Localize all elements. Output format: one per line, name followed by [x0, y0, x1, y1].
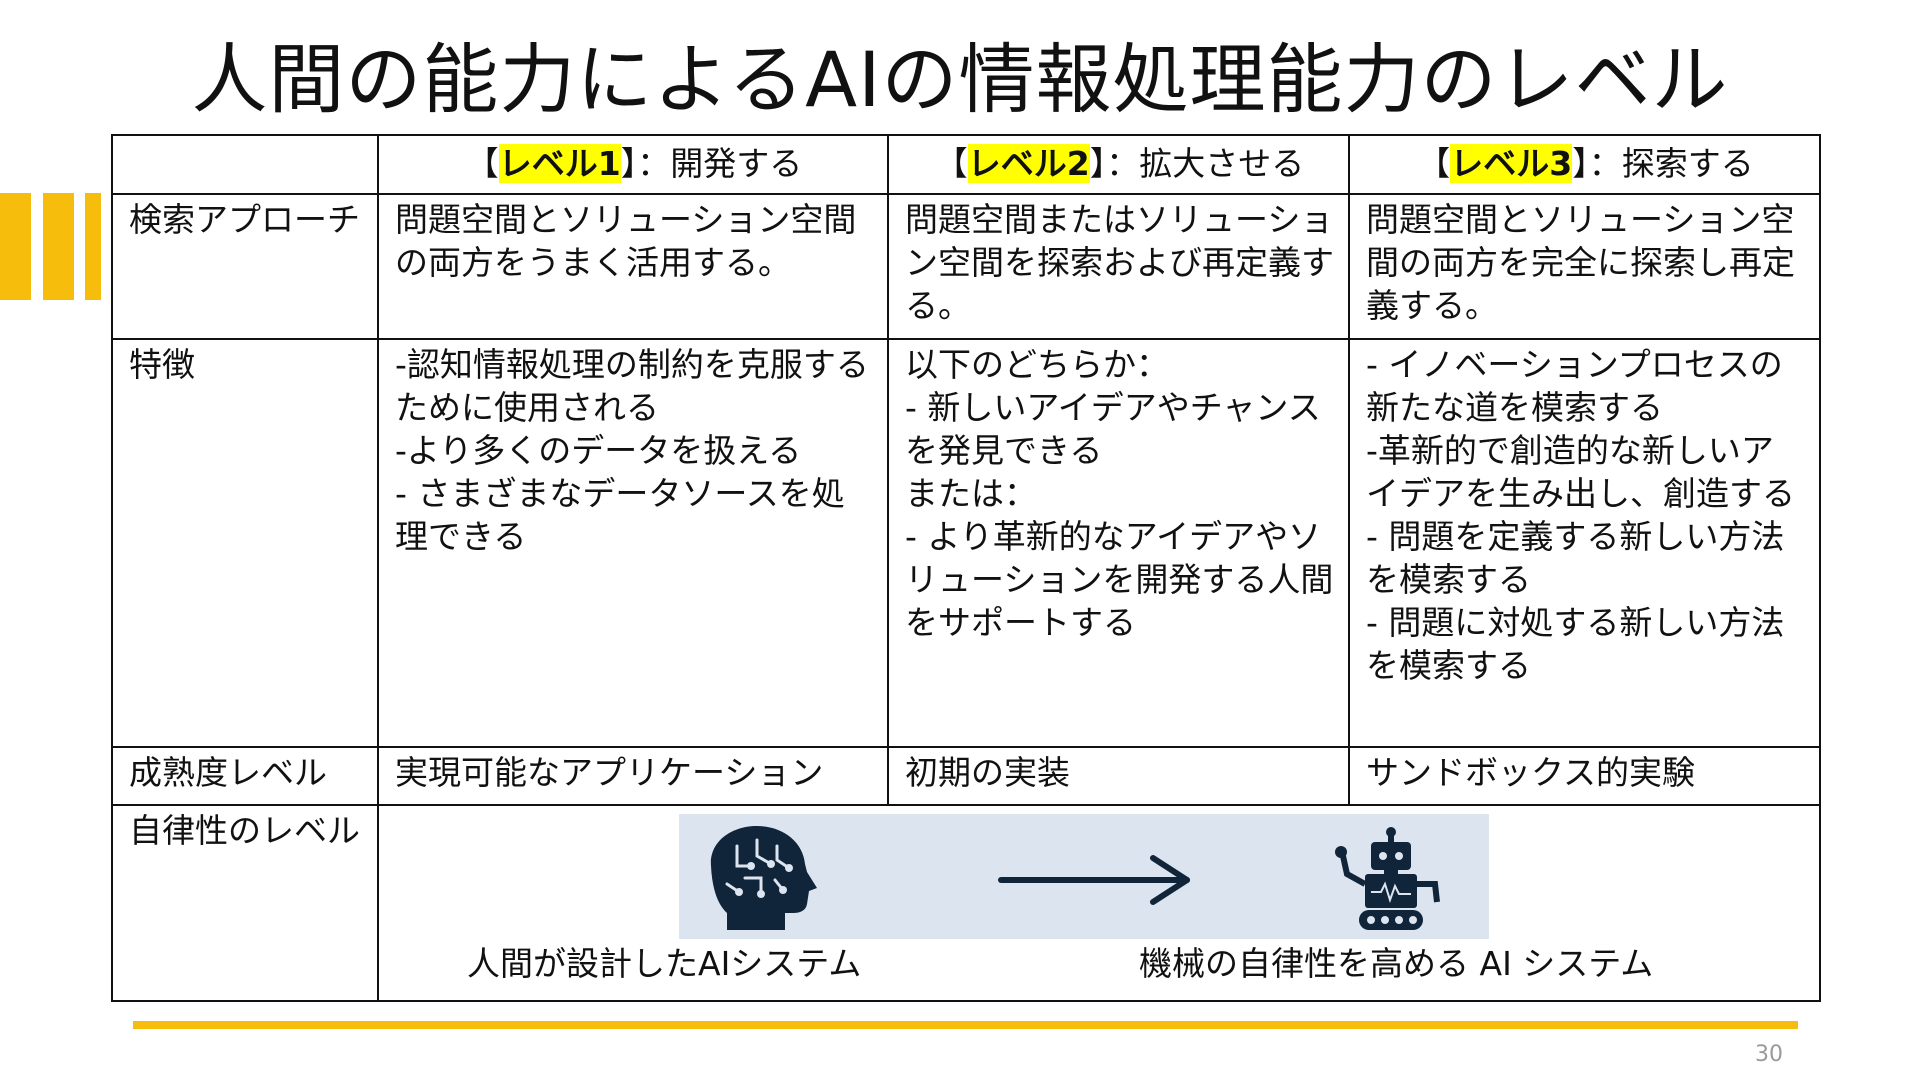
feature-line: -革新的で創造的な新しいアイデアを生み出し、創造する	[1366, 431, 1795, 513]
maturity-level-3: サンドボックス的実験	[1348, 746, 1821, 806]
accent-bar	[0, 193, 31, 300]
feature-line: - 問題に対処する新しい方法を模索する	[1366, 603, 1785, 685]
autonomy-visual-cell: 人間が設計したAIシステム 機械の自律性を高める AI システム	[377, 804, 1821, 1002]
approach-level-2: 問題空間またはソリューション空間を探索および再定義する。	[887, 193, 1350, 340]
maturity-level-1: 実現可能なアプリケーション	[377, 746, 889, 806]
feature-line: - より革新的なアイデアやソリューションを開発する人間をサポートする	[905, 517, 1334, 642]
page-number: 30	[1755, 1042, 1783, 1067]
feature-line: -認知情報処理の制約を克服するために使用される	[395, 345, 869, 427]
robot-icon	[1335, 827, 1440, 930]
feature-line: - さまざまなデータソースを処理できる	[395, 474, 845, 556]
header-level-1: 【レベル1】：開発する	[377, 134, 889, 195]
table-row-approach: 検索アプローチ 問題空間とソリューション空間の両方をうまく活用する。 問題空間ま…	[111, 193, 1821, 340]
table-row-features: 特徴 -認知情報処理の制約を克服するために使用される -より多くのデータを扱える…	[111, 338, 1821, 748]
header-level-2: 【レベル2】：拡大させる	[887, 134, 1350, 195]
table-header-row: 【レベル1】：開発する 【レベル2】：拡大させる 【レベル3】：探索する	[111, 134, 1821, 195]
approach-level-1: 問題空間とソリューション空間の両方をうまく活用する。	[377, 193, 889, 340]
page-title: 人間の能力によるAIの情報処理能力のレベル	[191, 35, 1729, 124]
row-label-approach: 検索アプローチ	[111, 193, 379, 340]
table-row-maturity: 成熟度レベル 実現可能なアプリケーション 初期の実装 サンドボックス的実験	[111, 746, 1821, 806]
feature-line: 以下のどちらか：	[905, 345, 1169, 384]
features-level-3: - イノベーションプロセスの新たな道を模索する -革新的で創造的な新しいアイデア…	[1348, 338, 1821, 748]
row-label-features: 特徴	[111, 338, 379, 748]
accent-bar	[43, 193, 74, 300]
feature-line: -より多くのデータを扱える	[395, 431, 802, 470]
maturity-level-2: 初期の実装	[887, 746, 1350, 806]
features-level-1: -認知情報処理の制約を克服するために使用される -より多くのデータを扱える - …	[377, 338, 889, 748]
header-level-3: 【レベル3】：探索する	[1348, 134, 1821, 195]
human-brain-head-icon	[710, 826, 817, 930]
bottom-accent-line	[133, 1021, 1798, 1029]
human-designed-caption: 人間が設計したAIシステム	[467, 944, 862, 983]
header-empty-cell	[111, 134, 379, 195]
feature-line: - 問題を定義する新しい方法を模索する	[1366, 517, 1785, 599]
autonomy-illustration	[679, 814, 1489, 939]
row-label-autonomy: 自律性のレベル	[111, 804, 379, 1002]
accent-bar	[85, 193, 101, 300]
approach-level-3: 問題空間とソリューション空間の両方を完全に探索し再定義する。	[1348, 193, 1821, 340]
table-row-autonomy: 自律性のレベル	[111, 804, 1821, 1002]
features-level-2: 以下のどちらか： - 新しいアイデアやチャンスを発見できる または： - より革…	[887, 338, 1350, 748]
machine-autonomy-caption: 機械の自律性を高める AI システム	[1139, 944, 1654, 983]
feature-line: または：	[905, 474, 1037, 513]
feature-line: - 新しいアイデアやチャンスを発見できる	[905, 388, 1321, 470]
row-label-maturity: 成熟度レベル	[111, 746, 379, 806]
feature-line: - イノベーションプロセスの新たな道を模索する	[1366, 345, 1783, 427]
levels-table: 【レベル1】：開発する 【レベル2】：拡大させる 【レベル3】：探索する 検索ア…	[111, 134, 1821, 1002]
right-arrow-icon	[998, 855, 1190, 905]
